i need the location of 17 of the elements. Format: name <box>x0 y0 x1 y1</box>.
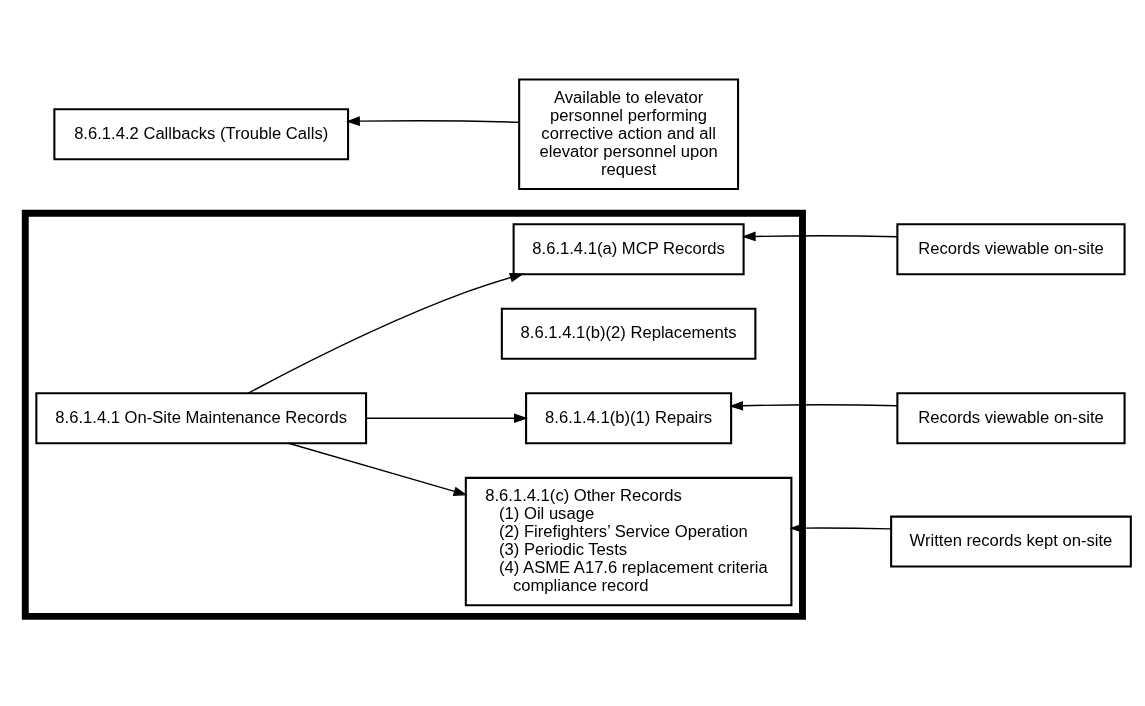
node-box: Available to elevator personnel performing corrective action and all elevator personnel upon request <box>518 78 740 190</box>
arrow <box>365 412 528 423</box>
arrow <box>741 231 898 241</box>
node-box: 8.6.1.4.1(c) Other Records (1) Oil usage (2) Firefighters’ Service Operation (3) Periodic Tests (4) ASME A17.6 replacement criteria compliance record <box>464 476 793 606</box>
node-box: Records viewable on-site <box>896 391 1126 444</box>
arrow <box>729 400 898 411</box>
node-box: 8.6.1.4.1(b)(1) Repairs <box>525 391 733 444</box>
arrow <box>287 442 468 496</box>
node-box: 8.6.1.4.1(a) MCP Records <box>512 222 745 275</box>
arrow <box>789 522 892 533</box>
node-box: 8.6.1.4.2 Callbacks (Trouble Calls) <box>53 107 350 160</box>
node-box: Written records kept on-site <box>890 515 1132 568</box>
arrow <box>247 272 524 394</box>
arrow <box>346 115 520 126</box>
node-box: 8.6.1.4.1(b)(2) Replacements <box>500 307 757 360</box>
node-box: 8.6.1.4.1 On-Site Maintenance Records <box>35 391 368 444</box>
node-box: Records viewable on-site <box>896 222 1126 275</box>
